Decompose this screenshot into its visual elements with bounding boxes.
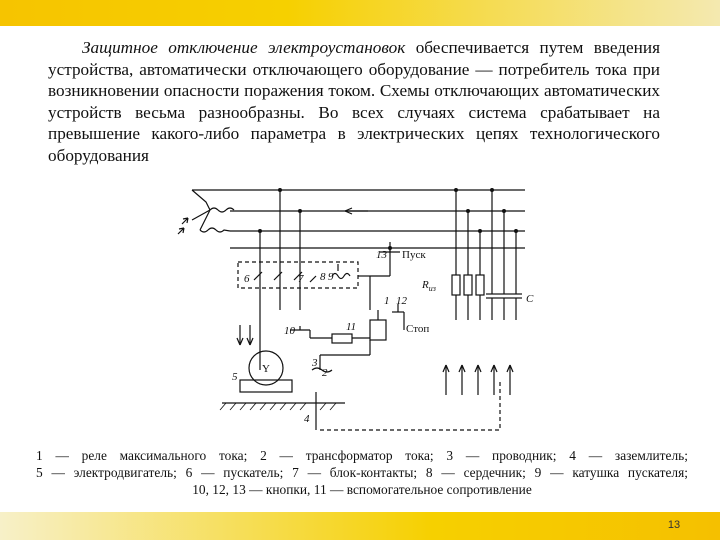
caption-line-1: 1 — реле максимального тока; 2 — трансфо… (36, 448, 688, 463)
footer-bar (0, 512, 720, 540)
label-7: 7 (298, 273, 304, 285)
label-8: 8 (320, 271, 326, 283)
label-4: 4 (304, 413, 310, 425)
label-6: 6 (244, 273, 250, 285)
riz-sub: из (429, 284, 436, 293)
start-label: Пуск (402, 249, 426, 261)
circuit-diagram: 6 7 8 9 13 Пуск 1 12 Стоп 10 11 3 2 5 4 … (177, 188, 534, 431)
stop-label: Стоп (406, 323, 429, 335)
caption-line-2: 5 — электродвигатель; 6 — пускатель; 7 —… (36, 464, 688, 480)
label-10: 10 (284, 325, 296, 337)
paragraph-text: обеспечивается путем введения устройства… (48, 38, 660, 165)
riz-label: Rиз (421, 279, 436, 293)
paragraph-lead: Защитное отключение электроустановок (82, 38, 406, 57)
header-bar (0, 0, 720, 26)
cap-label: C (526, 293, 534, 305)
label-11: 11 (346, 321, 356, 333)
riz-r: R (421, 279, 429, 291)
label-3: 3 (311, 357, 318, 369)
label-13: 13 (376, 249, 388, 261)
label-12: 12 (396, 295, 408, 307)
motor-symbol: Y (262, 363, 270, 375)
label-1: 1 (384, 295, 390, 307)
label-2: 2 (322, 367, 328, 379)
figure-caption: 1 — реле максимального тока; 2 — трансфо… (36, 448, 688, 498)
label-5: 5 (232, 371, 238, 383)
label-9: 9 (328, 271, 334, 283)
body-paragraph: Защитное отключение электроустановок обе… (48, 37, 660, 167)
caption-line-3: 10, 12, 13 — кнопки, 11 — вспомогательно… (192, 481, 532, 497)
page-number: 13 (667, 519, 681, 531)
